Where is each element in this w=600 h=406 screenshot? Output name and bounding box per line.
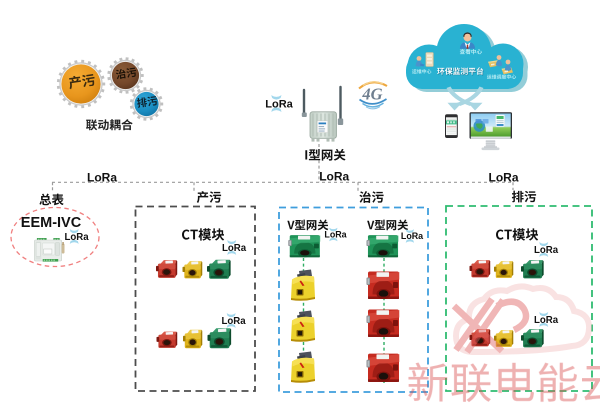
svg-text:LoRa: LoRa [534, 245, 559, 256]
svg-text:LoRa: LoRa [489, 170, 519, 184]
svg-text:LoRa: LoRa [222, 243, 247, 254]
svg-text:LoRa: LoRa [534, 315, 559, 326]
svg-text:4G: 4G [361, 85, 382, 104]
svg-text:LoRa: LoRa [401, 231, 424, 241]
svg-text:LoRa: LoRa [265, 98, 293, 110]
svg-text:LoRa: LoRa [87, 170, 117, 184]
svg-text:LoRa: LoRa [221, 316, 246, 327]
svg-text:EEM-IVC: EEM-IVC [21, 215, 82, 231]
svg-text:LoRa: LoRa [64, 232, 89, 243]
svg-text:LoRa: LoRa [324, 230, 347, 240]
svg-text:LoRa: LoRa [319, 169, 349, 183]
